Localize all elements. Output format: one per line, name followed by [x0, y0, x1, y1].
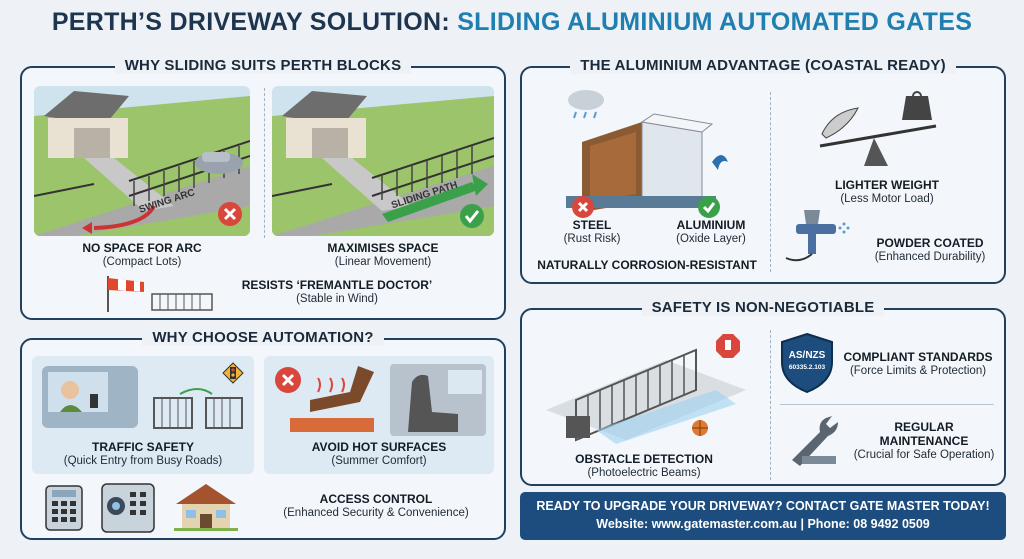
car-icon — [195, 152, 243, 174]
cta-line2[interactable]: Website: www.gatemaster.com.au | Phone: … — [596, 517, 930, 531]
access-title: ACCESS CONTROL — [319, 492, 433, 506]
safety-panel: SAFETY IS NON-NEGOTIABLE OBSTACLE DETECT… — [520, 299, 1006, 486]
traffic-light-icon — [222, 362, 244, 384]
automation-panel: WHY CHOOSE AUTOMATION? TRAFFIC SAFETY (Q… — [20, 329, 506, 540]
aluminium-panel: THE ALUMINIUM ADVANTAGE (COASTAL READY) … — [520, 57, 1008, 284]
cta-line1: READY TO UPGRADE YOUR DRIVEWAY? CONTACT … — [536, 499, 990, 513]
wrench-icon — [792, 416, 838, 466]
windsock-icon — [107, 276, 213, 312]
hot-sub: (Summer Comfort) — [331, 455, 427, 467]
access-sub: (Enhanced Security & Convenience) — [283, 507, 469, 519]
stop-hand-icon — [716, 334, 740, 358]
compliant-label: COMPLIANT STANDARDS (Force Limits & Prot… — [834, 350, 1002, 378]
cross-icon — [218, 202, 242, 226]
cta-banner[interactable]: READY TO UPGRADE YOUR DRIVEWAY? CONTACT … — [520, 492, 1006, 540]
steel-sub: (Rust Risk) — [563, 233, 621, 245]
gate-open-icon — [153, 388, 243, 429]
hot-label: AVOID HOT SURFACES (Summer Comfort) — [264, 440, 494, 468]
rain-cloud-icon — [568, 90, 604, 119]
lighter-sub: (Less Motor Load) — [840, 193, 934, 205]
alu-sub: (Oxide Layer) — [676, 233, 746, 245]
aluminium-heading: THE ALUMINIUM ADVANTAGE (COASTAL READY) — [522, 57, 1004, 74]
wind-title: RESISTS ‘FREMANTLE DOCTOR’ — [241, 278, 433, 292]
wind-label: RESISTS ‘FREMANTLE DOCTOR’ (Stable in Wi… — [222, 278, 452, 306]
lighter-weight-icon — [819, 91, 937, 166]
hot-title: AVOID HOT SURFACES — [311, 440, 447, 454]
title-part2: SLIDING ALUMINIUM AUTOMATED GATES — [457, 8, 973, 36]
foot-icon — [275, 366, 374, 432]
maint-sub: (Crucial for Safe Operation) — [853, 449, 995, 461]
maint-label: REGULAR MAINTENANCE (Crucial for Safe Op… — [844, 420, 1004, 462]
hot-surface-card: AVOID HOT SURFACES (Summer Comfort) — [264, 356, 494, 474]
right-sliding-label: MAXIMISES SPACE (Linear Movement) — [272, 241, 494, 269]
powder-label: POWDER COATED (Enhanced Durability) — [852, 236, 1008, 264]
access-label: ACCESS CONTROL (Enhanced Security & Conv… — [258, 492, 494, 520]
spray-gun-icon — [785, 210, 850, 262]
cross-icon — [275, 367, 301, 393]
driver-icon — [42, 366, 138, 428]
weight-icon — [902, 91, 932, 120]
divider — [264, 88, 265, 238]
maint-title2: MAINTENANCE — [879, 434, 969, 448]
swing-gate-scene: SWING ARC — [34, 86, 250, 236]
traffic-card: TRAFFIC SAFETY (Quick Entry from Busy Ro… — [32, 356, 254, 474]
left-sliding-label: NO SPACE FOR ARC (Compact Lots) — [34, 241, 250, 269]
traffic-sub: (Quick Entry from Busy Roads) — [63, 455, 223, 467]
compliant-sub: (Force Limits & Protection) — [849, 365, 987, 377]
wind-sub: (Stable in Wind) — [296, 293, 378, 305]
compliant-title: COMPLIANT STANDARDS — [843, 350, 993, 364]
sliding-gate-scene: SLIDING PATH — [272, 86, 494, 236]
divider — [770, 330, 771, 480]
right-sub: (Linear Movement) — [334, 256, 432, 268]
shield-line1: AS/NZS — [788, 350, 826, 361]
traffic-label: TRAFFIC SAFETY (Quick Entry from Busy Ro… — [32, 440, 254, 468]
feather-icon — [821, 107, 859, 139]
wave-icon — [712, 155, 728, 170]
steel-cross-icon — [570, 194, 596, 225]
automation-heading: WHY CHOOSE AUTOMATION? — [22, 329, 504, 346]
divider — [780, 404, 994, 405]
ball-icon — [692, 420, 708, 436]
left-sub: (Compact Lots) — [102, 256, 182, 268]
house-icon — [282, 91, 367, 158]
house-icon — [174, 484, 238, 531]
alu-title: ALUMINIUM — [676, 218, 746, 232]
obstacle-sub: (Photoelectric Beams) — [587, 467, 701, 479]
gate-sensor-scene — [546, 334, 746, 444]
powder-title: POWDER COATED — [876, 236, 984, 250]
corrosion-text: NATURALLY CORROSION-RESISTANT — [537, 258, 757, 272]
steel-label: STEEL (Rust Risk) — [542, 218, 642, 246]
obstacle-title: OBSTACLE DETECTION — [575, 452, 713, 466]
steel-title: STEEL — [572, 218, 612, 232]
title-part1: PERTH’S DRIVEWAY SOLUTION: — [51, 8, 450, 36]
safety-heading: SAFETY IS NON-NEGOTIABLE — [522, 299, 1004, 316]
left-title: NO SPACE FOR ARC — [82, 241, 202, 255]
page-title: PERTH’S DRIVEWAY SOLUTION: SLIDING ALUMI… — [0, 8, 1024, 37]
maint-title1: REGULAR — [894, 420, 954, 434]
shield-line2: 60335.2.103 — [788, 364, 826, 371]
lighter-title: LIGHTER WEIGHT — [835, 178, 939, 192]
corrosion-label: NATURALLY CORROSION-RESISTANT — [522, 258, 772, 272]
aluminium-check-icon — [696, 194, 722, 225]
divider — [770, 92, 771, 272]
traffic-title: TRAFFIC SAFETY — [92, 440, 194, 454]
keypad-icon — [45, 485, 83, 531]
check-icon — [460, 204, 484, 228]
sliding-panel: WHY SLIDING SUITS PERTH BLOCKS — [20, 57, 506, 320]
right-title: MAXIMISES SPACE — [327, 241, 439, 255]
intercom-icon — [101, 483, 155, 533]
material-comparison-icon — [566, 113, 728, 212]
alu-label: ALUMINIUM (Oxide Layer) — [656, 218, 766, 246]
car-seat-icon — [390, 364, 486, 436]
shield-icon: AS/NZS 60335.2.103 — [780, 332, 834, 394]
obstacle-label: OBSTACLE DETECTION (Photoelectric Beams) — [536, 452, 752, 480]
sliding-heading: WHY SLIDING SUITS PERTH BLOCKS — [22, 57, 504, 74]
powder-sub: (Enhanced Durability) — [874, 251, 986, 263]
house-icon — [44, 91, 129, 158]
lighter-label: LIGHTER WEIGHT (Less Motor Load) — [812, 178, 962, 206]
